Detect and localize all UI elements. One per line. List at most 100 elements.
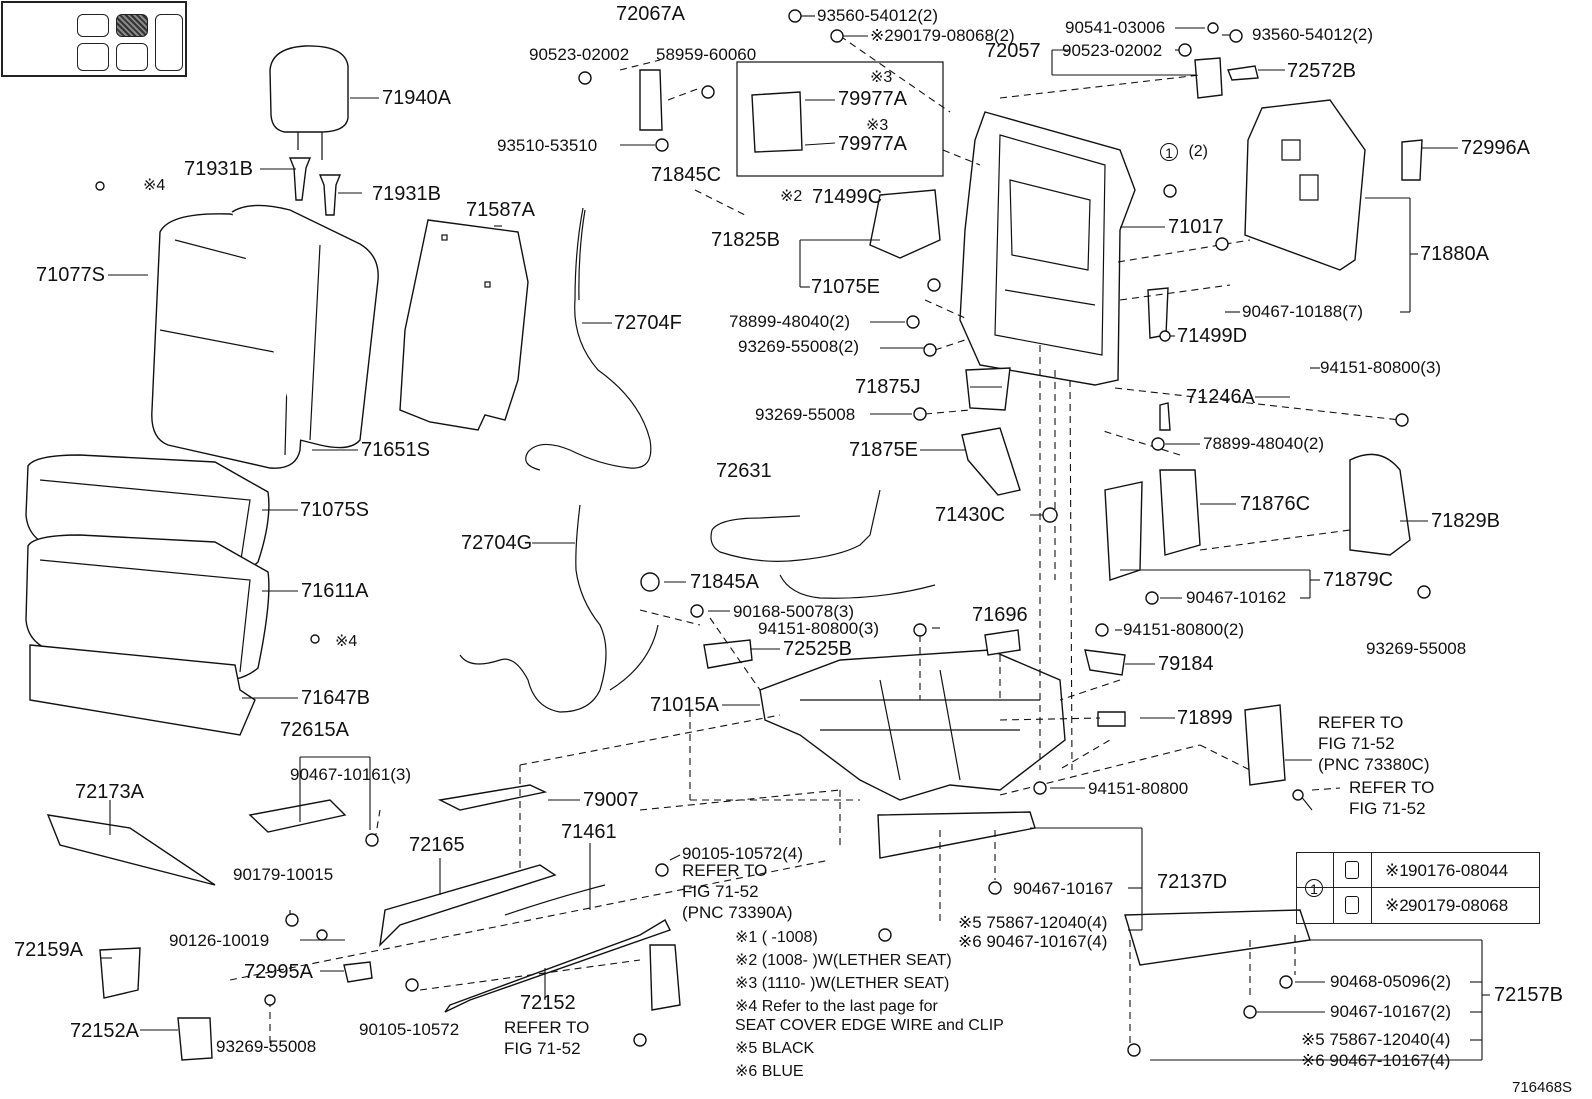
part-label-71875J[interactable]: 71875J [855,376,921,398]
part-label-71075E[interactable]: 71075E [811,276,880,298]
part-label-72159A[interactable]: 72159A [14,939,83,961]
part-label-71587A[interactable]: 71587A [466,199,535,221]
part-label-90467-10161[interactable]: 90467-10161(3) [290,765,411,784]
part-label-71461[interactable]: 71461 [561,821,617,843]
part-label-72995A[interactable]: 72995A [244,961,313,983]
reference-fig-71-52-b[interactable]: REFER TO FIG 71-52 [1349,779,1434,818]
part-label-71940A[interactable]: 71940A [382,87,451,109]
part-label-71651S[interactable]: 71651S [361,439,430,461]
part-label-78899-48040-b[interactable]: 78899-48040(2) [1203,434,1324,453]
reference-fig-73390A[interactable]: REFER TO FIG 71-52 (PNC 73390A) [682,862,793,922]
part-label-93269-55008-d[interactable]: 93269-55008 [216,1037,317,1056]
callout-circle-1[interactable]: 1 (2) [1160,143,1208,163]
part-label-90523-02002-b[interactable]: 90523-02002 [1062,41,1163,60]
part-label-71246A[interactable]: 71246A [1186,386,1255,408]
part-label-72165[interactable]: 72165 [409,834,465,856]
part-label-90467-10167-c[interactable]: 90467-10167(2) [1330,1002,1451,1021]
part-label-90105-10572-a[interactable]: 90105-10572(4) [682,844,803,863]
part-label-71611A[interactable]: 71611A [301,580,369,602]
nav-cell-front-left[interactable] [77,14,109,37]
part-label-71077S[interactable]: 71077S [36,264,105,286]
part-label-93560-54012-a[interactable]: 93560-54012(2) [817,6,938,25]
part-label-79007[interactable]: 79007 [583,789,639,811]
part-label-79184[interactable]: 79184 [1158,653,1214,675]
part-label-72572B[interactable]: 72572B [1287,60,1356,82]
part-label-72137D[interactable]: 72137D [1157,871,1228,893]
part-label-90541-03006[interactable]: 90541-03006 [1065,18,1166,37]
part-label-58959-60060[interactable]: 58959-60060 [656,45,757,64]
reference-fig-73380C[interactable]: REFER TO FIG 71-52 (PNC 73380C) [1318,714,1430,774]
part-label-72704F[interactable]: 72704F [614,312,682,334]
part-label-71017[interactable]: 71017 [1168,216,1224,238]
part-label-90523-02002-a[interactable]: 90523-02002 [529,45,630,64]
part-label-93269-55008-b[interactable]: 93269-55008 [755,405,856,424]
part-label-75867-12040-a[interactable]: ※5 75867-12040(4) [958,913,1108,932]
part-label-90168-50078[interactable]: 90168-50078(3) [733,602,854,621]
part-label-94151-80800-d[interactable]: 94151-80800 [1088,779,1189,798]
part-label-71845C[interactable]: 71845C [651,164,722,186]
part-label-94151-80800-b[interactable]: 94151-80800(3) [758,619,879,638]
part-label-71880A[interactable]: 71880A [1420,243,1489,265]
part-label-90467-10167-d[interactable]: ※6 90467-10167(4) [1301,1051,1451,1070]
part-label-90468-05096[interactable]: 90468-05096(2) [1330,972,1451,991]
part-label-90467-10167-b[interactable]: ※6 90467-10167(4) [958,932,1108,951]
part-label-79977A-2[interactable]: 79977A [838,133,907,155]
part-label-90467-10167-a[interactable]: 90467-10167 [1013,879,1114,898]
clip-icon-1 [1345,861,1359,879]
part-label-72152[interactable]: 72152 [520,992,576,1014]
part-label-71430C[interactable]: 71430C [935,504,1006,526]
part-label-93560-54012-b[interactable]: 93560-54012(2) [1252,25,1373,44]
part-label-72152A[interactable]: 72152A [70,1020,139,1042]
part-label-90126-10019[interactable]: 90126-10019 [169,931,270,950]
ref-a-line3: (PNC 73380C) [1318,755,1430,774]
part-label-71879C[interactable]: 71879C [1323,569,1394,591]
nav-cell-rear-left[interactable] [77,43,109,71]
part-label-72704G[interactable]: 72704G [461,532,533,554]
seat-frame-shape [759,649,1066,801]
part-label-290179-08068[interactable]: ※290179-08068(2) [870,26,1015,45]
part-label-71899[interactable]: 71899 [1177,707,1233,729]
part-label-71829B[interactable]: 71829B [1431,510,1500,532]
part-label-71075S[interactable]: 71075S [300,499,369,521]
section-navigator[interactable] [1,1,187,77]
part-label-90467-10162[interactable]: 90467-10162 [1186,588,1287,607]
part-label-94151-80800-a[interactable]: 94151-80800(3) [1320,358,1441,377]
part-label-71499C[interactable]: 71499C [812,186,883,208]
fastener-glyphs [95,9,1431,1057]
part-label-93269-55008-c[interactable]: 93269-55008 [1366,639,1467,658]
part-label-90105-10572-b[interactable]: 90105-10572 [359,1020,460,1039]
part-label-72996A[interactable]: 72996A [1461,137,1530,159]
part-label-71015A[interactable]: 71015A [650,694,719,716]
part-label-90179-10015[interactable]: 90179-10015 [233,865,334,884]
part-label-94151-80800-c[interactable]: 94151-80800(2) [1123,620,1244,639]
part-label-71825B[interactable]: 71825B [711,229,780,251]
part-label-72615A[interactable]: 72615A [280,719,349,741]
ref-c-line1: REFER TO [682,861,768,880]
part-label-78899-48040-a[interactable]: 78899-48040(2) [729,312,850,331]
part-label-71845A[interactable]: 71845A [690,571,759,593]
part-label-71696[interactable]: 71696 [972,604,1028,626]
part-label-72067A[interactable]: 72067A [616,3,685,25]
nav-cell-rear-middle[interactable] [116,43,148,71]
part-label-79977A-1[interactable]: 79977A [838,88,907,110]
part-label-71931B-2[interactable]: 71931B [372,183,441,205]
part-label-71875E[interactable]: 71875E [849,439,918,461]
nav-cell-current[interactable] [116,14,148,37]
part-label-72157B[interactable]: 72157B [1494,984,1563,1006]
part-label-71647B[interactable]: 71647B [301,687,370,709]
part-label-72173A[interactable]: 72173A [75,781,144,803]
part-label-71876C[interactable]: 71876C [1240,493,1311,515]
nav-cell-rear-right[interactable] [155,14,183,71]
part-label-93269-55008-a[interactable]: 93269-55008(2) [738,337,859,356]
part-label-72525B[interactable]: 72525B [783,638,852,660]
part-label-93510-53510[interactable]: 93510-53510 [497,136,598,155]
part-label-71499D[interactable]: 71499D [1177,325,1248,347]
part-label-72057[interactable]: 72057 [985,40,1041,62]
part-label-71931B-1[interactable]: 71931B [184,158,253,180]
reference-fig-71-52-d[interactable]: REFER TO FIG 71-52 [504,1019,589,1058]
part-label-72631[interactable]: 72631 [716,460,772,482]
part-label-90467-10188[interactable]: 90467-10188(7) [1242,302,1363,321]
footnotes: ※1 ( -1008) ※2 (1008- )W(LETHER SEAT) ※3… [735,929,1004,1081]
part-label-75867-12040-b[interactable]: ※5 75867-12040(4) [1301,1030,1451,1049]
